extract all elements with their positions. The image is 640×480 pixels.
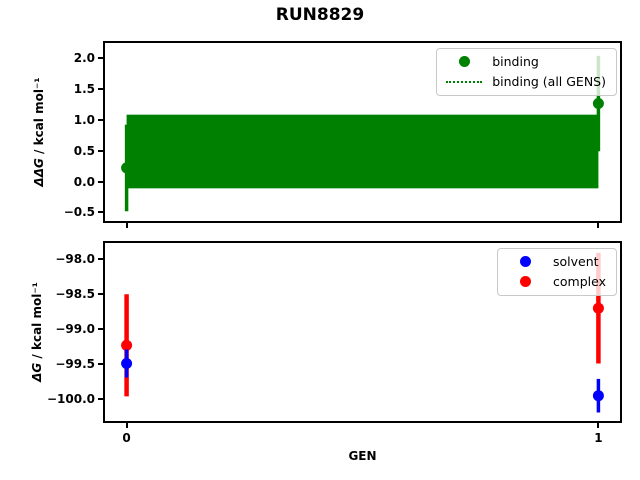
top-plot-legend: binding binding (all GENS)	[436, 48, 617, 96]
solvent-marker-box	[506, 256, 544, 267]
binding-all-gens-marker-box	[445, 80, 483, 83]
legend-entry-binding-all-gens: binding (all GENS)	[445, 74, 606, 89]
x-tick-mark	[597, 223, 600, 228]
x-tick-mark	[597, 423, 600, 428]
y-tick-label: −100.0	[46, 391, 95, 406]
y-tick-mark	[98, 327, 103, 330]
complex-marker-box	[506, 276, 544, 287]
complex-point-gen1	[592, 302, 604, 314]
y-tick-label: −99.0	[55, 321, 95, 336]
y-tick-label: 1.5	[73, 81, 95, 96]
y-tick-label: −98.5	[55, 286, 95, 301]
bottom-plot-axes: solvent complex	[103, 241, 622, 423]
legend-label-binding: binding	[492, 54, 539, 69]
x-tick-label: 1	[594, 431, 603, 445]
y-tick-mark	[98, 180, 103, 183]
y-tick-label: 2.0	[73, 50, 95, 65]
legend-entry-solvent: solvent	[506, 254, 606, 269]
legend-label-solvent: solvent	[553, 254, 599, 269]
y-tick-mark	[98, 87, 103, 90]
binding-marker-box	[445, 56, 483, 67]
y-tick-mark	[98, 292, 103, 295]
y-tick-mark	[98, 118, 103, 121]
bottom-plot-legend: solvent complex	[497, 248, 617, 296]
solvent-point-gen1	[592, 390, 604, 402]
y-tick-label: 0.5	[73, 143, 95, 158]
y-tick-label: 1.0	[73, 112, 95, 127]
complex-dot-icon	[519, 276, 531, 287]
x-tick-mark	[125, 223, 128, 228]
legend-entry-complex: complex	[506, 274, 606, 289]
binding-point-gen0	[121, 162, 133, 174]
x-tick-label: 0	[122, 431, 131, 445]
y-tick-mark	[98, 257, 103, 260]
y-tick-mark	[98, 397, 103, 400]
x-axis-label: GEN	[348, 449, 377, 463]
y-tick-label: 0.0	[73, 174, 95, 189]
binding-point-gen1	[592, 98, 604, 110]
binding-dot-icon	[458, 56, 470, 67]
y-tick-label: −0.5	[63, 205, 95, 220]
bottom-plot-canvas	[121, 252, 604, 413]
figure-title: RUN8829	[275, 5, 365, 25]
y-tick-label: −99.5	[55, 356, 95, 371]
complex-point-gen0	[121, 339, 133, 351]
y-tick-mark	[98, 211, 103, 214]
y-tick-mark	[98, 149, 103, 152]
y-tick-mark	[98, 56, 103, 59]
solvent-dot-icon	[519, 256, 531, 267]
confidence-band	[126, 114, 599, 189]
legend-entry-binding: binding	[445, 54, 606, 69]
legend-label-complex: complex	[553, 274, 606, 289]
dotted-line-icon	[446, 80, 483, 83]
legend-label-binding-all-gens: binding (all GENS)	[492, 74, 606, 89]
top-plot-canvas	[121, 55, 604, 212]
top-plot-axes: binding binding (all GENS)	[103, 41, 622, 223]
solvent-point-gen0	[121, 358, 133, 369]
y-tick-mark	[98, 362, 103, 365]
y-tick-label: −98.0	[55, 251, 95, 266]
x-tick-mark	[125, 423, 128, 428]
